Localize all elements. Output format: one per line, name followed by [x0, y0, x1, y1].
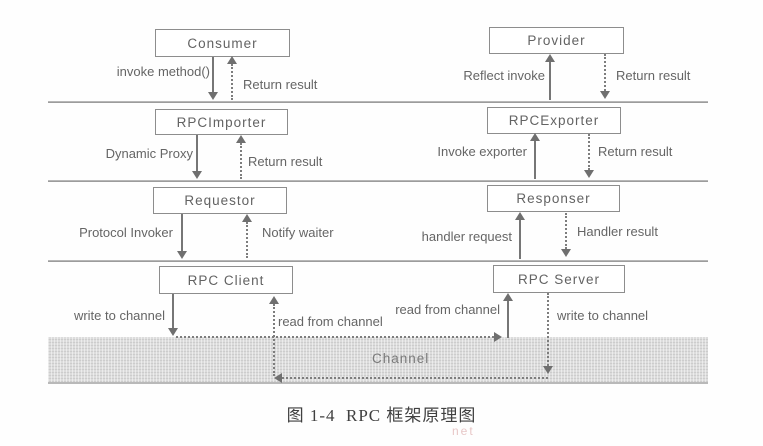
reflect-invoke-arrowhead	[545, 54, 555, 62]
reflect-invoke-arrow	[549, 61, 551, 100]
importer-return-label: Return result	[248, 154, 323, 169]
provider-return-label: Return result	[616, 68, 691, 83]
dynamic-proxy-label: Dynamic Proxy	[105, 146, 193, 161]
invoke-method-label: invoke method()	[116, 64, 210, 79]
exporter-return-arrowhead	[584, 170, 594, 178]
protocol-invoker-arrow	[181, 214, 183, 252]
reflect-invoke-label: Reflect invoke	[463, 68, 545, 83]
rpc-server-box: RPC Server	[493, 265, 625, 293]
invoke-exporter-arrowhead	[530, 133, 540, 141]
responser-box: Responser	[487, 185, 620, 212]
client-write-label: write to channel	[73, 308, 165, 323]
invoke-method-arrow	[212, 57, 214, 93]
provider-box: Provider	[489, 27, 624, 54]
consumer-box: Consumer	[155, 29, 290, 57]
consumer-return-label: Return result	[243, 77, 318, 92]
client-read-arrow	[273, 304, 275, 376]
provider-return-arrow	[604, 54, 606, 91]
handler-result-label: Handler result	[577, 224, 658, 239]
client-read-arrowhead	[269, 296, 279, 304]
notify-waiter-arrow	[246, 222, 248, 258]
client-write-arrow	[172, 294, 174, 329]
layer-divider-2	[48, 180, 708, 182]
importer-return-arrowhead	[236, 135, 246, 143]
channel-top-dotted-line	[176, 336, 494, 338]
invoke-method-arrowhead	[208, 92, 218, 100]
handler-result-arrow	[565, 213, 567, 249]
protocol-invoker-arrowhead	[177, 251, 187, 259]
requestor-box: Requestor	[153, 187, 287, 214]
server-write-arrow	[547, 293, 549, 366]
layer-divider-1	[48, 101, 708, 103]
invoke-exporter-arrow	[534, 141, 536, 179]
figure-caption: 图 1-4 RPC 框架原理图	[286, 406, 477, 425]
server-read-label: read from channel	[395, 302, 500, 317]
server-write-label: write to channel	[557, 308, 649, 323]
notify-waiter-arrowhead	[242, 214, 252, 222]
channel-bottom-dotted-line	[282, 377, 548, 379]
notify-waiter-label: Notify waiter	[262, 225, 334, 240]
scan-watermark: net	[452, 424, 475, 438]
channel-band: Channel	[48, 337, 708, 384]
server-read-arrow	[507, 301, 509, 338]
layer-divider-3	[48, 260, 708, 262]
client-write-arrowhead	[168, 328, 178, 336]
rpc-importer-box: RPCImporter	[155, 109, 288, 135]
exporter-return-label: Return result	[598, 144, 673, 159]
protocol-invoker-label: Protocol Invoker	[79, 225, 173, 240]
invoke-exporter-label: Invoke exporter	[437, 144, 527, 159]
rpc-exporter-box: RPCExporter	[487, 107, 621, 134]
exporter-return-arrow	[588, 134, 590, 170]
handler-request-arrow	[519, 220, 521, 259]
rpc-client-box: RPC Client	[159, 266, 293, 294]
server-read-arrowhead	[503, 293, 513, 301]
handler-request-arrowhead	[515, 212, 525, 220]
channel-bottom-arrowhead	[274, 373, 282, 383]
consumer-return-arrow	[231, 64, 233, 100]
importer-return-arrow	[240, 143, 242, 179]
client-read-label: read from channel	[278, 314, 383, 329]
dynamic-proxy-arrow	[196, 135, 198, 172]
handler-result-arrowhead	[561, 249, 571, 257]
server-write-arrowhead	[543, 366, 553, 374]
provider-return-arrowhead	[600, 91, 610, 99]
channel-top-arrowhead	[494, 332, 502, 342]
channel-label: Channel	[372, 351, 430, 366]
handler-request-label: handler request	[421, 229, 512, 244]
dynamic-proxy-arrowhead	[192, 171, 202, 179]
consumer-return-arrowhead	[227, 56, 237, 64]
